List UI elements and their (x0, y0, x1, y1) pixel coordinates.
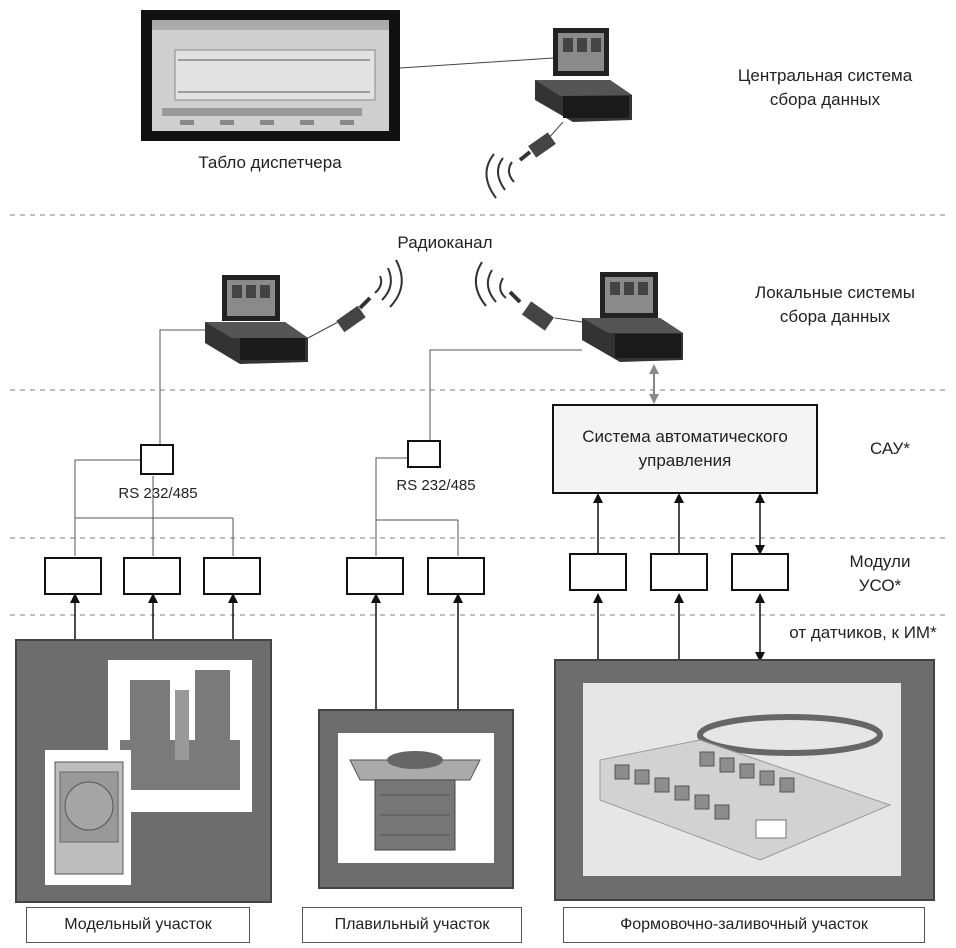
sau-box: Система автоматического управления (552, 404, 818, 494)
local-radio-left-icon (336, 259, 403, 333)
uso-module-3 (203, 557, 261, 595)
melt-section-caption: Плавильный участок (302, 907, 522, 943)
central-radio-antenna-icon (485, 132, 556, 199)
uso-module-6 (569, 553, 627, 591)
sensors-label: от датчиков, к ИМ* (789, 623, 937, 642)
uso-module-8 (731, 553, 789, 591)
rs-converter-left (140, 444, 174, 475)
uso-modules-label: Модули УСО* (849, 552, 911, 595)
central-system-label: Центральная система сбора данных (737, 66, 913, 109)
radio-channel-label: Радиоканал (397, 233, 493, 252)
uso-module-2 (123, 557, 181, 595)
central-computer-icon (535, 28, 632, 122)
local-computer-left-icon (205, 275, 308, 364)
local-computer-right-icon (582, 272, 683, 362)
uso-module-7 (650, 553, 708, 591)
melt-section-frame (318, 709, 514, 889)
level-separators (10, 214, 946, 616)
melt-section-wiring (375, 349, 582, 556)
dispatcher-display-icon (141, 10, 400, 141)
rs-left-label: RS 232/485 (118, 485, 198, 502)
rs-middle-label: RS 232/485 (396, 477, 476, 494)
model-section-caption: Модельный участок (26, 907, 250, 943)
dispatcher-label: Табло диспетчера (198, 153, 342, 172)
display-connection-line (399, 57, 554, 69)
sau-box-label: Система автоматического управления (582, 427, 788, 470)
mold-section-frame (554, 659, 935, 901)
mold-section-caption: Формовочно-заливочный участок (563, 907, 925, 943)
rs-converter-middle (407, 440, 441, 468)
uso-module-1 (44, 557, 102, 595)
model-section-wiring (74, 329, 234, 556)
sensor-arrows (70, 493, 765, 710)
model-section-frame (15, 639, 272, 903)
uso-module-4 (346, 557, 404, 595)
local-radio-right-icon (475, 261, 555, 331)
sau-level-label: САУ* (870, 439, 910, 458)
local-systems-label: Локальные системы сбора данных (755, 283, 915, 326)
uso-module-5 (427, 557, 485, 595)
